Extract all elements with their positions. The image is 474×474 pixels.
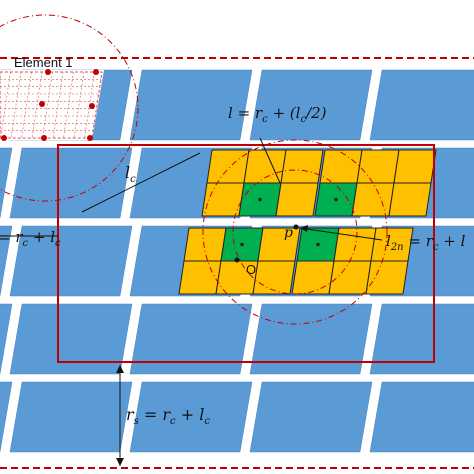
blue-tile (129, 381, 253, 453)
lc-diagonal-line (81, 152, 201, 213)
cell-centre-dot (258, 197, 262, 202)
yellow-cell (393, 149, 437, 184)
yellow-cell (206, 149, 250, 184)
l2n-arrowhead (300, 225, 308, 232)
mesh-node-dot (1, 135, 7, 141)
highlight-cell-grid (178, 149, 437, 295)
mesh-line (21, 71, 32, 139)
l-equation-label: l = rc + (lc/2) (228, 104, 327, 125)
blue-tile (0, 147, 13, 219)
cell-centre-dot (334, 197, 338, 202)
cell-centre-dot (240, 242, 244, 247)
blue-tile (9, 381, 133, 453)
yellow-cell (319, 149, 363, 184)
mesh-line (31, 71, 43, 139)
blue-tile (369, 303, 474, 375)
domain-frame (57, 144, 435, 363)
mesh-node-dot (41, 135, 47, 141)
yellow-cell (351, 182, 395, 217)
blue-tile (9, 303, 133, 375)
yellow-cell (257, 227, 301, 262)
blue-tile (9, 225, 133, 297)
influence-circle-outer (202, 139, 388, 325)
mesh-node-dot (45, 69, 51, 75)
mesh-line (0, 71, 11, 139)
left-equation-label: = rc + lc (0, 228, 61, 249)
mesh-line (10, 71, 22, 139)
mesh-node-dot (39, 101, 45, 107)
element-1-influence-circle (0, 14, 139, 202)
mesh-line (42, 71, 53, 139)
mesh-node-dot (93, 69, 99, 75)
l2n-equation-label: l2n = rc + l (386, 232, 466, 253)
yellow-cell (178, 260, 222, 295)
point-O (234, 257, 240, 263)
yellow-cell (280, 149, 324, 184)
mesh-line (52, 71, 64, 139)
yellow-cell (328, 260, 372, 295)
mesh-line (73, 71, 85, 139)
rs-arrowhead-top (116, 365, 124, 373)
blue-tile (129, 69, 253, 141)
yellow-cell (356, 149, 400, 184)
yellow-cell (201, 182, 245, 217)
mesh-line (63, 71, 74, 139)
influence-circle-inner (232, 169, 358, 295)
p-label: p (284, 225, 293, 241)
blue-tile (0, 225, 13, 297)
yellow-cell (183, 227, 227, 262)
blue-tile (9, 147, 133, 219)
yellow-cell (333, 227, 377, 262)
O-label: O (246, 262, 256, 277)
blue-tile (0, 303, 13, 375)
blue-tile (249, 303, 373, 375)
rs-arrowhead-bottom (116, 458, 124, 466)
cell-centre-dot (316, 242, 320, 247)
mesh-node-dot (87, 135, 93, 141)
yellow-cell (365, 260, 409, 295)
l2n-pointer-line (299, 227, 383, 241)
blue-tile (249, 381, 373, 453)
lc-label: lc (125, 163, 136, 185)
yellow-cell (275, 182, 319, 217)
yellow-cell (388, 182, 432, 217)
point-p (293, 224, 299, 230)
mesh-node-dot (89, 103, 95, 109)
blue-tile (369, 69, 474, 141)
yellow-cell (252, 260, 296, 295)
l-pointer-line (259, 137, 281, 184)
blue-tile (0, 381, 13, 453)
yellow-cell (291, 260, 335, 295)
element-1-mesh (0, 69, 104, 141)
blue-tile (249, 69, 373, 141)
rs-equation-label: rs = rc + lc (126, 405, 210, 427)
blue-tile (369, 381, 474, 453)
blue-tile (129, 303, 253, 375)
element-1-label: Element 1 (14, 55, 73, 70)
